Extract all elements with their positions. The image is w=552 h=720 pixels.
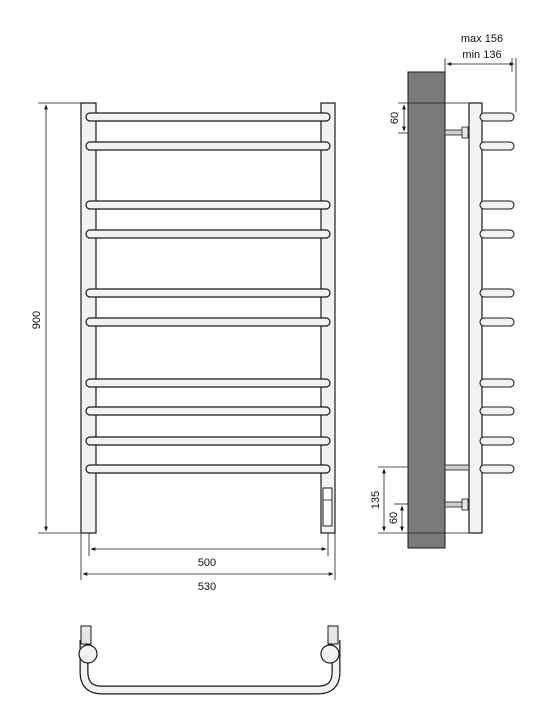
rail-9 [85, 436, 331, 446]
rail-7 [85, 378, 331, 388]
side-rail-4 [479, 229, 515, 239]
top-view-left-connector [80, 625, 92, 645]
side-rail-7 [479, 378, 515, 388]
top-mount-label: 60 [389, 112, 401, 124]
front-view: 900 500 530 [31, 102, 336, 593]
rail-8 [85, 406, 331, 416]
rail-5 [85, 288, 331, 298]
inner-width-label: 500 [198, 557, 216, 569]
wall [407, 71, 446, 549]
rail-3 [85, 200, 331, 210]
bottom-mount-bracket-low [444, 501, 470, 508]
side-rail-8 [479, 406, 515, 416]
side-rail-9 [479, 436, 515, 446]
side-rails [479, 112, 515, 474]
side-rail-6 [479, 317, 515, 327]
rails [85, 112, 331, 474]
top-view [78, 625, 341, 695]
heater-element-box [322, 487, 333, 527]
top-view-right-connector [327, 625, 339, 645]
side-rail-1 [479, 112, 515, 122]
min-offset-label: min 136 [462, 49, 501, 61]
side-rail-5 [479, 288, 515, 298]
bottom-mount-bracket-high [444, 464, 470, 471]
bottom-mount-low-label: 60 [388, 512, 400, 524]
side-rail-3 [479, 200, 515, 210]
rail-4 [85, 229, 331, 239]
top-view-left-joint [78, 644, 98, 664]
rail-1 [85, 112, 331, 122]
side-rail-2 [479, 141, 515, 151]
rail-6 [85, 317, 331, 327]
height-label: 900 [31, 311, 43, 329]
max-offset-label: max 156 [461, 33, 503, 45]
top-view-u-bar [79, 640, 341, 695]
outer-width-label: 530 [198, 581, 216, 593]
side-rail-10 [479, 464, 515, 474]
rail-10 [85, 464, 331, 474]
top-mount-bracket [444, 129, 470, 136]
rail-2 [85, 141, 331, 151]
top-view-right-joint [320, 644, 340, 664]
bottom-mount-high-label: 135 [370, 491, 382, 509]
side-view: max 156 min 136 60 135 60 [370, 33, 517, 549]
